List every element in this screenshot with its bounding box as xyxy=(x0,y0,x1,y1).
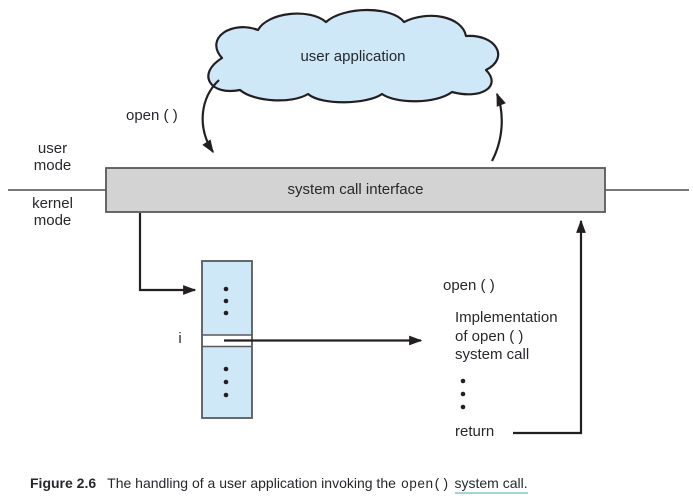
open-call-arrow xyxy=(201,79,220,154)
return-to-application-arrow xyxy=(491,92,506,162)
user-mode-label: user mode xyxy=(33,140,72,174)
table-top-ellipsis-dots xyxy=(223,286,229,316)
system-call-interface-bar xyxy=(105,167,606,213)
figure-caption: Figure 2.6 The handling of a user applic… xyxy=(30,475,680,494)
implementation-description: Implementation of open ( ) system call xyxy=(455,309,558,363)
table-bottom-ellipsis-dots xyxy=(223,366,229,398)
open-call-label: open ( ) xyxy=(126,107,178,124)
caption-text: The handling of a user application invok… xyxy=(107,475,396,491)
user-application-label: user application xyxy=(300,48,406,65)
caption-open-code: open() xyxy=(400,478,450,493)
table-index-label: i xyxy=(178,330,182,347)
return-label: return xyxy=(455,423,495,440)
implementation-open-title: open ( ) xyxy=(443,277,495,294)
figure-number: Figure 2.6 xyxy=(30,475,97,491)
user-application-cloud xyxy=(207,8,500,104)
system-call-interface-label: system call interface xyxy=(287,181,424,198)
return-to-interface-arrow xyxy=(513,219,586,435)
interface-to-table-arrow xyxy=(138,213,197,295)
system-call-link[interactable]: system call. xyxy=(454,475,528,494)
implementation-ellipsis-dots xyxy=(460,378,466,410)
kernel-mode-label: kernel mode xyxy=(32,195,73,229)
